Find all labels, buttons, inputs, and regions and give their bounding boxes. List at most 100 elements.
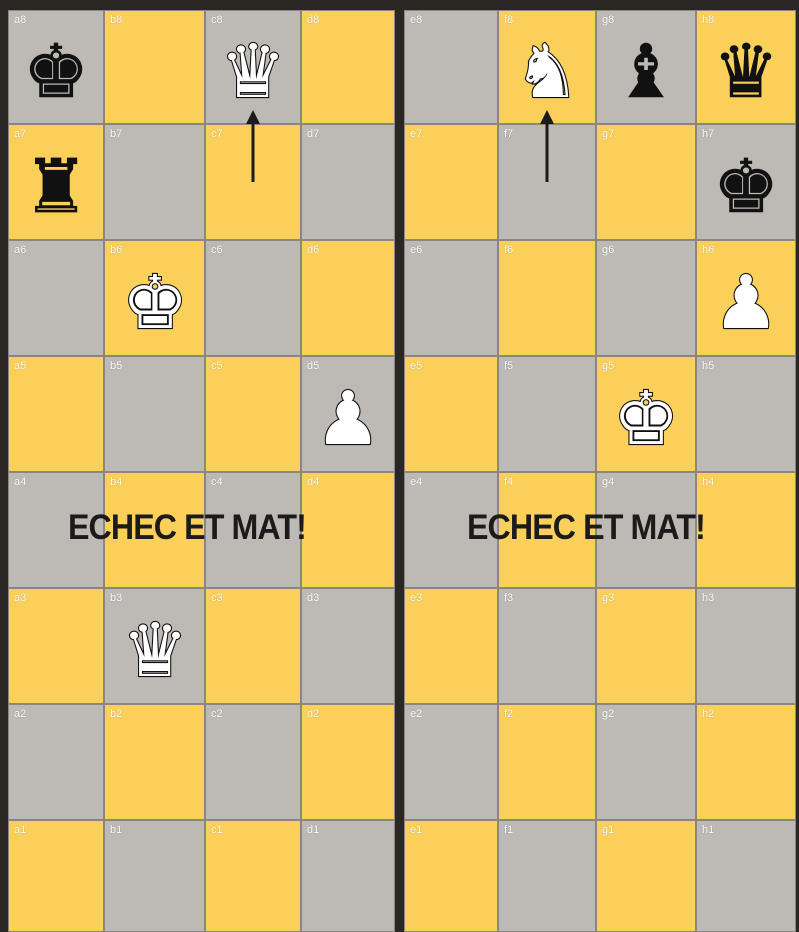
square-e7[interactable]: e7	[404, 124, 498, 240]
square-a1[interactable]: a1	[8, 820, 104, 932]
square-b5[interactable]: b5	[104, 356, 205, 472]
square-h1[interactable]: h1	[696, 820, 796, 932]
svg-text:♛: ♛	[121, 608, 187, 694]
square-e5[interactable]: e5	[404, 356, 498, 472]
black-king-icon[interactable]: ♚	[696, 124, 796, 240]
square-f5[interactable]: f5	[498, 356, 596, 472]
square-h3[interactable]: h3	[696, 588, 796, 704]
square-coordinate-label: a6	[14, 244, 26, 256]
square-h4[interactable]: h4	[696, 472, 796, 588]
square-g3[interactable]: g3	[596, 588, 696, 704]
square-c1[interactable]: c1	[205, 820, 301, 932]
white-queen-icon[interactable]: ♛	[104, 588, 205, 704]
square-coordinate-label: c3	[211, 592, 223, 604]
square-d7[interactable]: d7	[301, 124, 395, 240]
black-king-icon[interactable]: ♚	[8, 10, 104, 124]
white-knight-icon[interactable]: ♞	[498, 10, 596, 124]
square-h5[interactable]: h5	[696, 356, 796, 472]
square-coordinate-label: g7	[602, 128, 614, 140]
square-coordinate-label: b7	[110, 128, 122, 140]
square-coordinate-label: g6	[602, 244, 614, 256]
square-g7[interactable]: g7	[596, 124, 696, 240]
square-coordinate-label: g1	[602, 824, 614, 836]
svg-text:♞: ♞	[514, 29, 580, 115]
black-rook-icon[interactable]: ♜	[8, 124, 104, 240]
square-d3[interactable]: d3	[301, 588, 395, 704]
square-coordinate-label: f6	[504, 244, 513, 256]
square-coordinate-label: c5	[211, 360, 223, 372]
square-b1[interactable]: b1	[104, 820, 205, 932]
square-coordinate-label: a1	[14, 824, 26, 836]
svg-text:♚: ♚	[23, 29, 89, 115]
black-queen-icon[interactable]: ♛	[696, 10, 796, 124]
square-e1[interactable]: e1	[404, 820, 498, 932]
svg-text:♚: ♚	[613, 376, 679, 462]
square-coordinate-label: h3	[702, 592, 714, 604]
square-e3[interactable]: e3	[404, 588, 498, 704]
square-e2[interactable]: e2	[404, 704, 498, 820]
square-coordinate-label: f1	[504, 824, 513, 836]
square-b2[interactable]: b2	[104, 704, 205, 820]
square-coordinate-label: e7	[410, 128, 422, 140]
square-coordinate-label: d2	[307, 708, 319, 720]
square-coordinate-label: f5	[504, 360, 513, 372]
square-coordinate-label: g4	[602, 476, 614, 488]
svg-text:♚: ♚	[121, 260, 187, 346]
square-b7[interactable]: b7	[104, 124, 205, 240]
white-king-icon[interactable]: ♚	[596, 356, 696, 472]
square-c3[interactable]: c3	[205, 588, 301, 704]
svg-text:♚: ♚	[713, 144, 779, 230]
square-coordinate-label: b5	[110, 360, 122, 372]
square-c2[interactable]: c2	[205, 704, 301, 820]
square-c5[interactable]: c5	[205, 356, 301, 472]
square-d6[interactable]: d6	[301, 240, 395, 356]
square-coordinate-label: d3	[307, 592, 319, 604]
square-f6[interactable]: f6	[498, 240, 596, 356]
square-coordinate-label: e6	[410, 244, 422, 256]
square-e8[interactable]: e8	[404, 10, 498, 124]
square-g2[interactable]: g2	[596, 704, 696, 820]
square-g6[interactable]: g6	[596, 240, 696, 356]
square-a2[interactable]: a2	[8, 704, 104, 820]
square-coordinate-label: a2	[14, 708, 26, 720]
square-f1[interactable]: f1	[498, 820, 596, 932]
svg-text:♛: ♛	[220, 29, 286, 115]
black-bishop-icon[interactable]: ♝	[596, 10, 696, 124]
square-coordinate-label: f2	[504, 708, 513, 720]
square-d8[interactable]: d8	[301, 10, 395, 124]
square-f3[interactable]: f3	[498, 588, 596, 704]
square-a5[interactable]: a5	[8, 356, 104, 472]
square-e6[interactable]: e6	[404, 240, 498, 356]
square-coordinate-label: b1	[110, 824, 122, 836]
square-coordinate-label: e3	[410, 592, 422, 604]
square-coordinate-label: h4	[702, 476, 714, 488]
white-queen-icon[interactable]: ♛	[205, 10, 301, 124]
white-pawn-icon[interactable]: ♟	[696, 240, 796, 356]
square-coordinate-label: d6	[307, 244, 319, 256]
svg-text:♛: ♛	[713, 29, 779, 115]
square-coordinate-label: c6	[211, 244, 223, 256]
square-coordinate-label: c7	[211, 128, 223, 140]
square-coordinate-label: h2	[702, 708, 714, 720]
square-d1[interactable]: d1	[301, 820, 395, 932]
square-h2[interactable]: h2	[696, 704, 796, 820]
square-a6[interactable]: a6	[8, 240, 104, 356]
square-coordinate-label: d8	[307, 14, 319, 26]
square-coordinate-label: g2	[602, 708, 614, 720]
square-coordinate-label: c2	[211, 708, 223, 720]
white-pawn-icon[interactable]: ♟	[301, 356, 395, 472]
square-c6[interactable]: c6	[205, 240, 301, 356]
square-b8[interactable]: b8	[104, 10, 205, 124]
move-arrow-icon	[245, 110, 261, 182]
move-arrow-icon	[539, 110, 555, 182]
square-d2[interactable]: d2	[301, 704, 395, 820]
square-coordinate-label: d4	[307, 476, 319, 488]
square-g1[interactable]: g1	[596, 820, 696, 932]
white-king-icon[interactable]: ♚	[104, 240, 205, 356]
square-d4[interactable]: d4	[301, 472, 395, 588]
square-a3[interactable]: a3	[8, 588, 104, 704]
square-f2[interactable]: f2	[498, 704, 596, 820]
square-coordinate-label: c4	[211, 476, 223, 488]
checkmate-caption-right: ECHEC ET MAT!	[467, 508, 705, 548]
